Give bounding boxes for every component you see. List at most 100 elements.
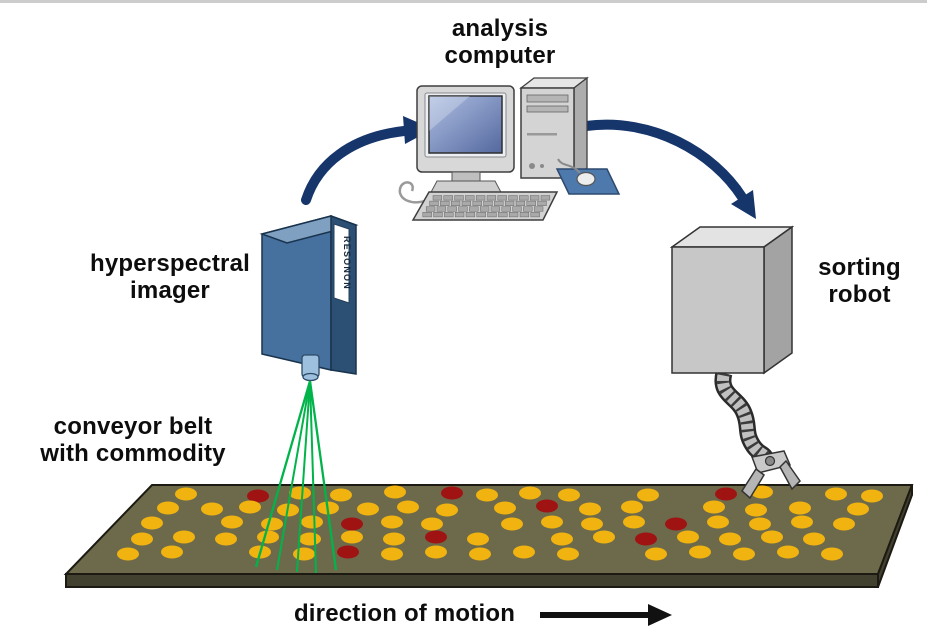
commodity-dot — [247, 489, 269, 503]
keyboard-key — [540, 195, 551, 201]
commodity-dot — [761, 530, 783, 544]
tower-drive-bay-1 — [526, 94, 569, 103]
computer-keyboard — [411, 191, 559, 221]
keyboard-key — [515, 200, 526, 206]
commodity-dot — [777, 545, 799, 559]
keyboard-key — [429, 200, 439, 206]
hyperspectral-imager-illustration: RESONON — [259, 214, 359, 382]
keyboard-key — [537, 200, 547, 206]
keyboard-key — [508, 212, 519, 218]
sorting-robot-illustration — [669, 225, 801, 500]
keyboard-key — [508, 195, 518, 201]
monitor-screen — [428, 95, 503, 154]
keyboard-key — [440, 200, 450, 206]
commodity-dot — [337, 545, 359, 559]
commodity-dot — [289, 486, 311, 500]
tower-side — [573, 76, 588, 180]
keyboard-key — [494, 200, 504, 206]
computer-tower — [519, 76, 589, 180]
commodity-dot — [803, 532, 825, 546]
belt-dots — [117, 485, 883, 561]
commodity-dot — [425, 545, 447, 559]
commodity-dot — [330, 488, 352, 502]
imager-lens-tip — [302, 372, 319, 382]
conveyor-belt-illustration — [63, 484, 914, 588]
commodity-dot — [161, 545, 183, 559]
commodity-dot — [558, 488, 580, 502]
belt-front-face — [65, 573, 879, 588]
keyboard-keys — [422, 195, 551, 218]
commodity-dot — [513, 545, 535, 559]
commodity-dot — [494, 501, 516, 515]
commodity-dot — [421, 517, 443, 531]
commodity-dot — [301, 515, 323, 529]
keyboard-key — [512, 206, 522, 212]
commodity-dot — [703, 500, 725, 514]
keyboard-key — [433, 212, 443, 218]
commodity-dot — [847, 502, 869, 516]
keyboard-key — [472, 200, 482, 206]
commodity-dot — [707, 515, 729, 529]
scan-beam-line — [276, 380, 311, 571]
keyboard-key — [443, 195, 453, 201]
commodity-dot — [593, 530, 615, 544]
commodity-dot — [579, 502, 601, 516]
imager-brand-text: RESONON — [342, 236, 352, 290]
commodity-dot — [635, 532, 657, 546]
gripper-joint — [764, 455, 776, 467]
commodity-dot — [357, 502, 379, 516]
computer-mouse-area — [555, 158, 621, 195]
keyboard-key — [523, 206, 533, 212]
keyboard-key — [483, 200, 493, 206]
keyboard-key — [519, 212, 530, 218]
commodity-dot — [175, 487, 197, 501]
commodity-dot — [715, 487, 737, 501]
commodity-dot — [541, 515, 563, 529]
keyboard-key — [501, 206, 511, 212]
commodity-dot — [341, 530, 363, 544]
robot-side-face — [763, 225, 793, 375]
gripper-claw-right — [779, 459, 801, 491]
commodity-dot — [689, 545, 711, 559]
keyboard-key — [422, 212, 432, 218]
keyboard-key — [436, 206, 447, 212]
commodity-dot — [791, 515, 813, 529]
keyboard-key — [497, 195, 507, 201]
keyboard-key — [486, 195, 497, 201]
commodity-dot — [299, 532, 321, 546]
commodity-dot — [861, 489, 883, 503]
keyboard-key — [447, 206, 457, 212]
keyboard-key — [454, 195, 464, 201]
flow-arrow-right-curve — [581, 119, 747, 202]
monitor-screen-glare — [429, 96, 470, 131]
keyboard-key — [490, 206, 501, 212]
commodity-dot — [381, 547, 403, 561]
commodity-dot — [215, 532, 237, 546]
commodity-dot — [621, 500, 643, 514]
imager-brand-strip — [333, 223, 350, 304]
diagram-graphics: RESONON — [63, 76, 914, 626]
flow-arrow-computer-to-robot — [581, 119, 756, 219]
keyboard-key — [475, 195, 486, 201]
scan-beam-line — [254, 380, 312, 568]
computer-cable — [398, 181, 431, 204]
keyboard-key — [432, 195, 443, 201]
keyboard-key — [529, 195, 540, 201]
commodity-dot — [157, 501, 179, 515]
keyboard-key — [530, 212, 540, 218]
computer-monitor — [416, 85, 515, 197]
commodity-dot — [173, 530, 195, 544]
commodity-dot — [677, 530, 699, 544]
commodity-dot — [551, 532, 573, 546]
belt-right-face — [877, 484, 913, 588]
monitor-neck — [451, 171, 481, 182]
commodity-dot — [441, 486, 463, 500]
keyboard-key — [469, 206, 479, 212]
tower-reset-button — [540, 164, 544, 168]
tower-drive-bay-2 — [526, 105, 569, 113]
robot-arm — [714, 370, 775, 463]
gripper-claw-left — [741, 467, 765, 500]
analysis-computer-illustration — [398, 76, 621, 221]
keyboard-key — [458, 206, 468, 212]
commodity-dot — [117, 547, 139, 561]
